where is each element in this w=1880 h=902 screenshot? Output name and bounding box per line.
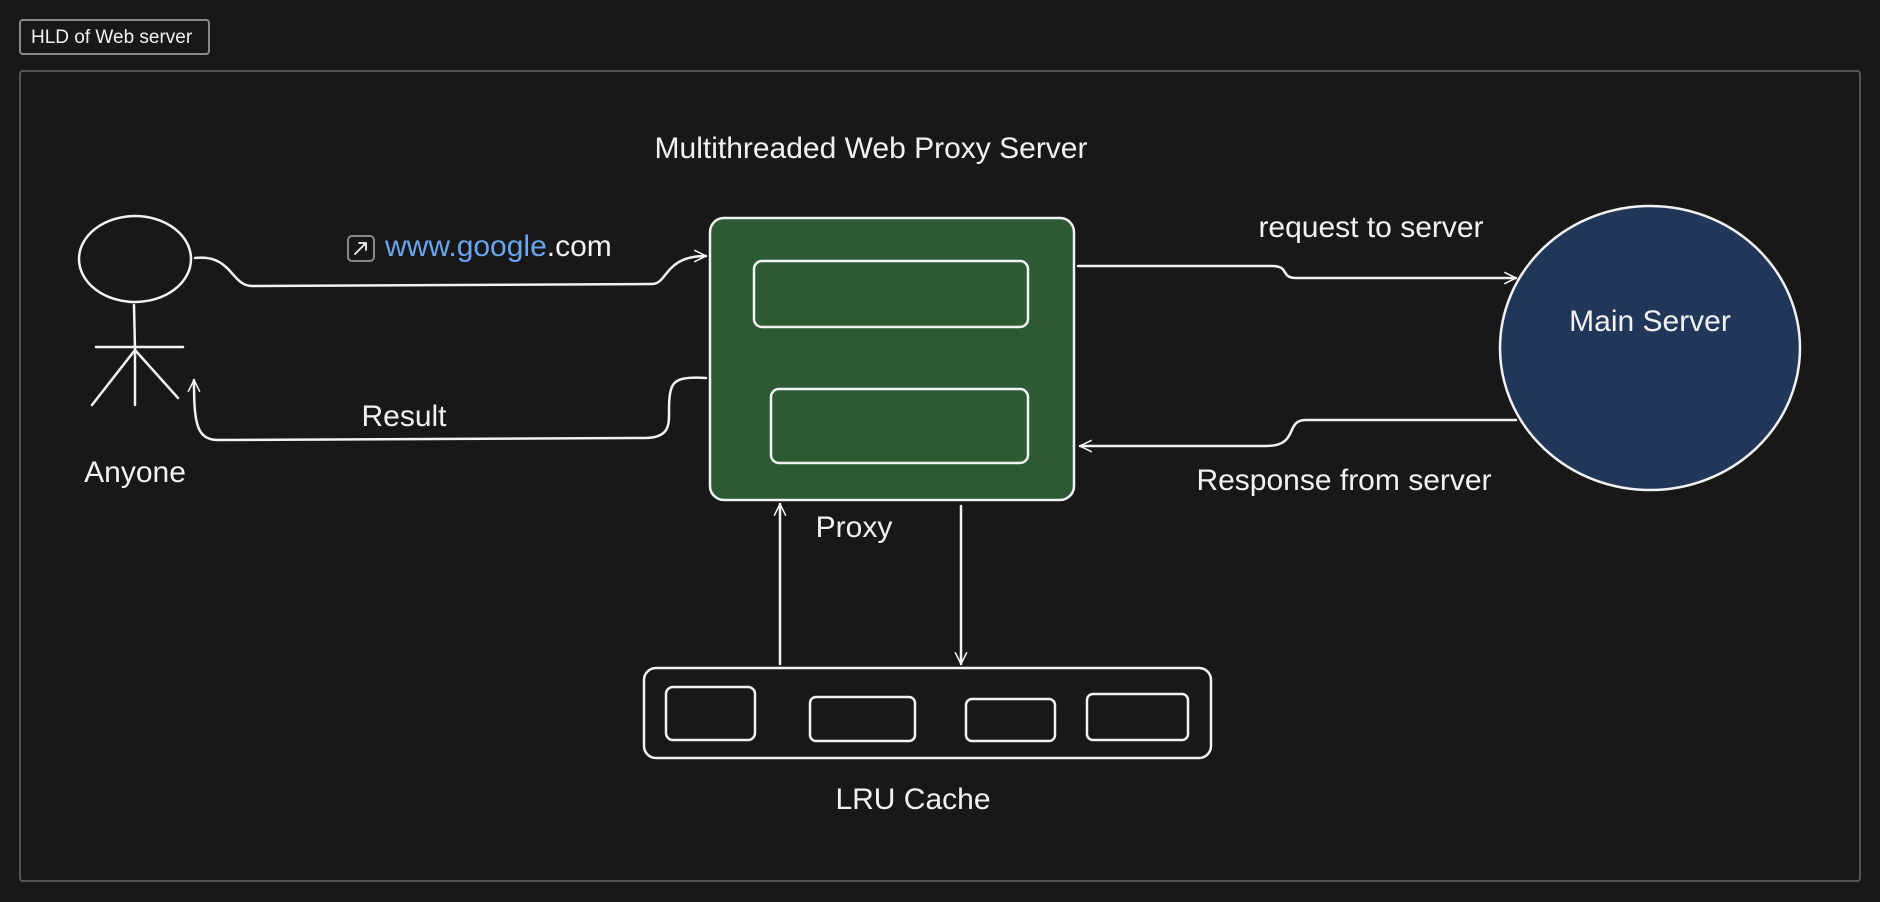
main-server-label: Main Server (1569, 305, 1731, 338)
stick-figure-body (132, 303, 137, 352)
proxy-label: Proxy (816, 511, 893, 544)
request-url-part1[interactable]: www. (384, 230, 457, 263)
proxy-thread-2 (769, 387, 1030, 465)
cache-slot-3 (964, 697, 1057, 743)
response-label: Response from server (1196, 464, 1491, 497)
request-url-part3[interactable]: .com (547, 230, 612, 263)
proxy-thread-1 (752, 259, 1030, 329)
external-link-icon[interactable] (347, 235, 375, 262)
cache-label: LRU Cache (835, 783, 990, 816)
user-stick-figure (77, 214, 193, 407)
external-link-arrow-icon (354, 242, 367, 255)
request-to-server-arrow (1076, 264, 1518, 285)
cache-slot-1 (664, 685, 757, 742)
request-url-part2[interactable]: google (457, 230, 547, 263)
frame-title[interactable]: HLD of Web server (19, 19, 210, 55)
request-to-server-label: request to server (1258, 211, 1483, 244)
stick-figure-leg-right (133, 348, 180, 400)
main-server-node[interactable] (1498, 204, 1802, 492)
result-arrow (187, 376, 708, 442)
result-label: Result (361, 400, 447, 433)
cache-slot-4 (1085, 692, 1190, 742)
request-arrow (193, 249, 708, 288)
request-url[interactable]: www.google.com (384, 230, 612, 263)
stick-figure-head (77, 214, 193, 304)
request-link[interactable]: www.google.com (347, 230, 612, 263)
lru-cache-container[interactable] (642, 666, 1213, 760)
response-arrow (1078, 418, 1518, 453)
cache-slot-2 (808, 695, 917, 743)
diagram-title: Multithreaded Web Proxy Server (655, 132, 1088, 165)
client-label: Anyone (84, 456, 186, 489)
stick-figure-leg-left (90, 348, 137, 407)
diagram-frame (19, 70, 1861, 882)
